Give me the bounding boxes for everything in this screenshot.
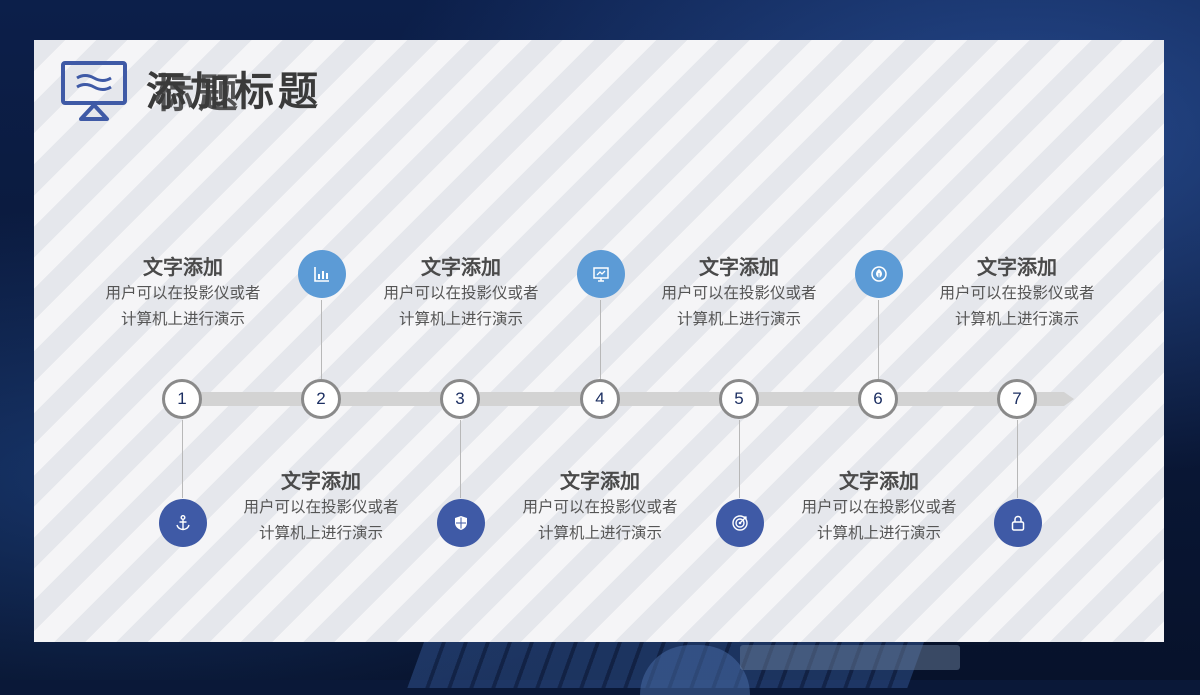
timeline-arrow-icon bbox=[1064, 392, 1074, 406]
timeline-node-6[interactable]: 6 bbox=[858, 379, 898, 419]
timeline-desc-line2: 计算机上进行演示 bbox=[676, 310, 801, 328]
timeline-node-4[interactable]: 4 bbox=[580, 379, 620, 419]
timeline-desc-line1: 用户可以在投影仪或者 bbox=[522, 498, 678, 516]
anchor-icon bbox=[159, 499, 207, 547]
connector-line bbox=[739, 420, 740, 498]
timeline-heading: 文字添加 bbox=[143, 255, 223, 279]
page-title-text: 添加标题 bbox=[146, 69, 322, 115]
timeline-heading: 文字添加 bbox=[839, 469, 919, 493]
timeline-text-top-1: 文字添加 用户可以在投影仪或者 计算机上进行演示 bbox=[83, 254, 283, 332]
connector-line bbox=[1017, 420, 1018, 498]
timeline-heading: 文字添加 bbox=[699, 255, 779, 279]
timeline-desc-line2: 计算机上进行演示 bbox=[258, 524, 383, 542]
timeline-desc-line2: 计算机上进行演示 bbox=[537, 524, 662, 542]
bar-chart-icon bbox=[298, 250, 346, 298]
presentation-board-icon bbox=[577, 250, 625, 298]
timeline-heading: 文字添加 bbox=[977, 255, 1057, 279]
connector-line bbox=[321, 300, 322, 380]
timeline-desc-line2: 计算机上进行演示 bbox=[816, 524, 941, 542]
timeline-heading: 文字添加 bbox=[421, 255, 501, 279]
content-panel: 添加标题 标题 1 2 3 4 5 6 7 文字添加 用户可以在投影仪或者 bbox=[34, 40, 1164, 642]
connector-line bbox=[600, 300, 601, 380]
shield-icon bbox=[437, 499, 485, 547]
device-image bbox=[740, 645, 960, 670]
timeline-node-3[interactable]: 3 bbox=[440, 379, 480, 419]
timeline-desc-line1: 用户可以在投影仪或者 bbox=[383, 284, 539, 302]
connector-line bbox=[460, 420, 461, 498]
timeline-text-top-3: 文字添加 用户可以在投影仪或者 计算机上进行演示 bbox=[639, 254, 839, 332]
timeline-desc-line2: 计算机上进行演示 bbox=[120, 310, 245, 328]
timeline-text-top-2: 文字添加 用户可以在投影仪或者 计算机上进行演示 bbox=[361, 254, 561, 332]
timeline-node-7[interactable]: 7 bbox=[997, 379, 1037, 419]
timeline-desc-line1: 用户可以在投影仪或者 bbox=[661, 284, 817, 302]
connector-line bbox=[182, 420, 183, 498]
target-icon bbox=[716, 499, 764, 547]
timeline-text-bottom-3: 文字添加 用户可以在投影仪或者 计算机上进行演示 bbox=[779, 468, 979, 546]
timeline-text-top-4: 文字添加 用户可以在投影仪或者 计算机上进行演示 bbox=[917, 254, 1117, 332]
timeline-node-5[interactable]: 5 bbox=[719, 379, 759, 419]
timeline-node-2[interactable]: 2 bbox=[301, 379, 341, 419]
timeline-desc-line2: 计算机上进行演示 bbox=[398, 310, 523, 328]
page-title-overlap-text: 标题 bbox=[154, 71, 242, 117]
connector-line bbox=[878, 300, 879, 380]
timeline-text-bottom-1: 文字添加 用户可以在投影仪或者 计算机上进行演示 bbox=[221, 468, 421, 546]
timeline-desc-line2: 计算机上进行演示 bbox=[954, 310, 1079, 328]
timeline-desc-line1: 用户可以在投影仪或者 bbox=[243, 498, 399, 516]
timeline-heading: 文字添加 bbox=[281, 469, 361, 493]
leaf-circle-icon bbox=[855, 250, 903, 298]
projector-screen-logo-icon bbox=[61, 61, 127, 121]
timeline-text-bottom-2: 文字添加 用户可以在投影仪或者 计算机上进行演示 bbox=[500, 468, 700, 546]
timeline-heading: 文字添加 bbox=[560, 469, 640, 493]
timeline-desc-line1: 用户可以在投影仪或者 bbox=[105, 284, 261, 302]
page-title: 添加标题 标题 bbox=[146, 68, 318, 117]
timeline-desc-line1: 用户可以在投影仪或者 bbox=[939, 284, 1095, 302]
timeline-node-1[interactable]: 1 bbox=[162, 379, 202, 419]
lock-icon bbox=[994, 499, 1042, 547]
timeline-desc-line1: 用户可以在投影仪或者 bbox=[801, 498, 957, 516]
